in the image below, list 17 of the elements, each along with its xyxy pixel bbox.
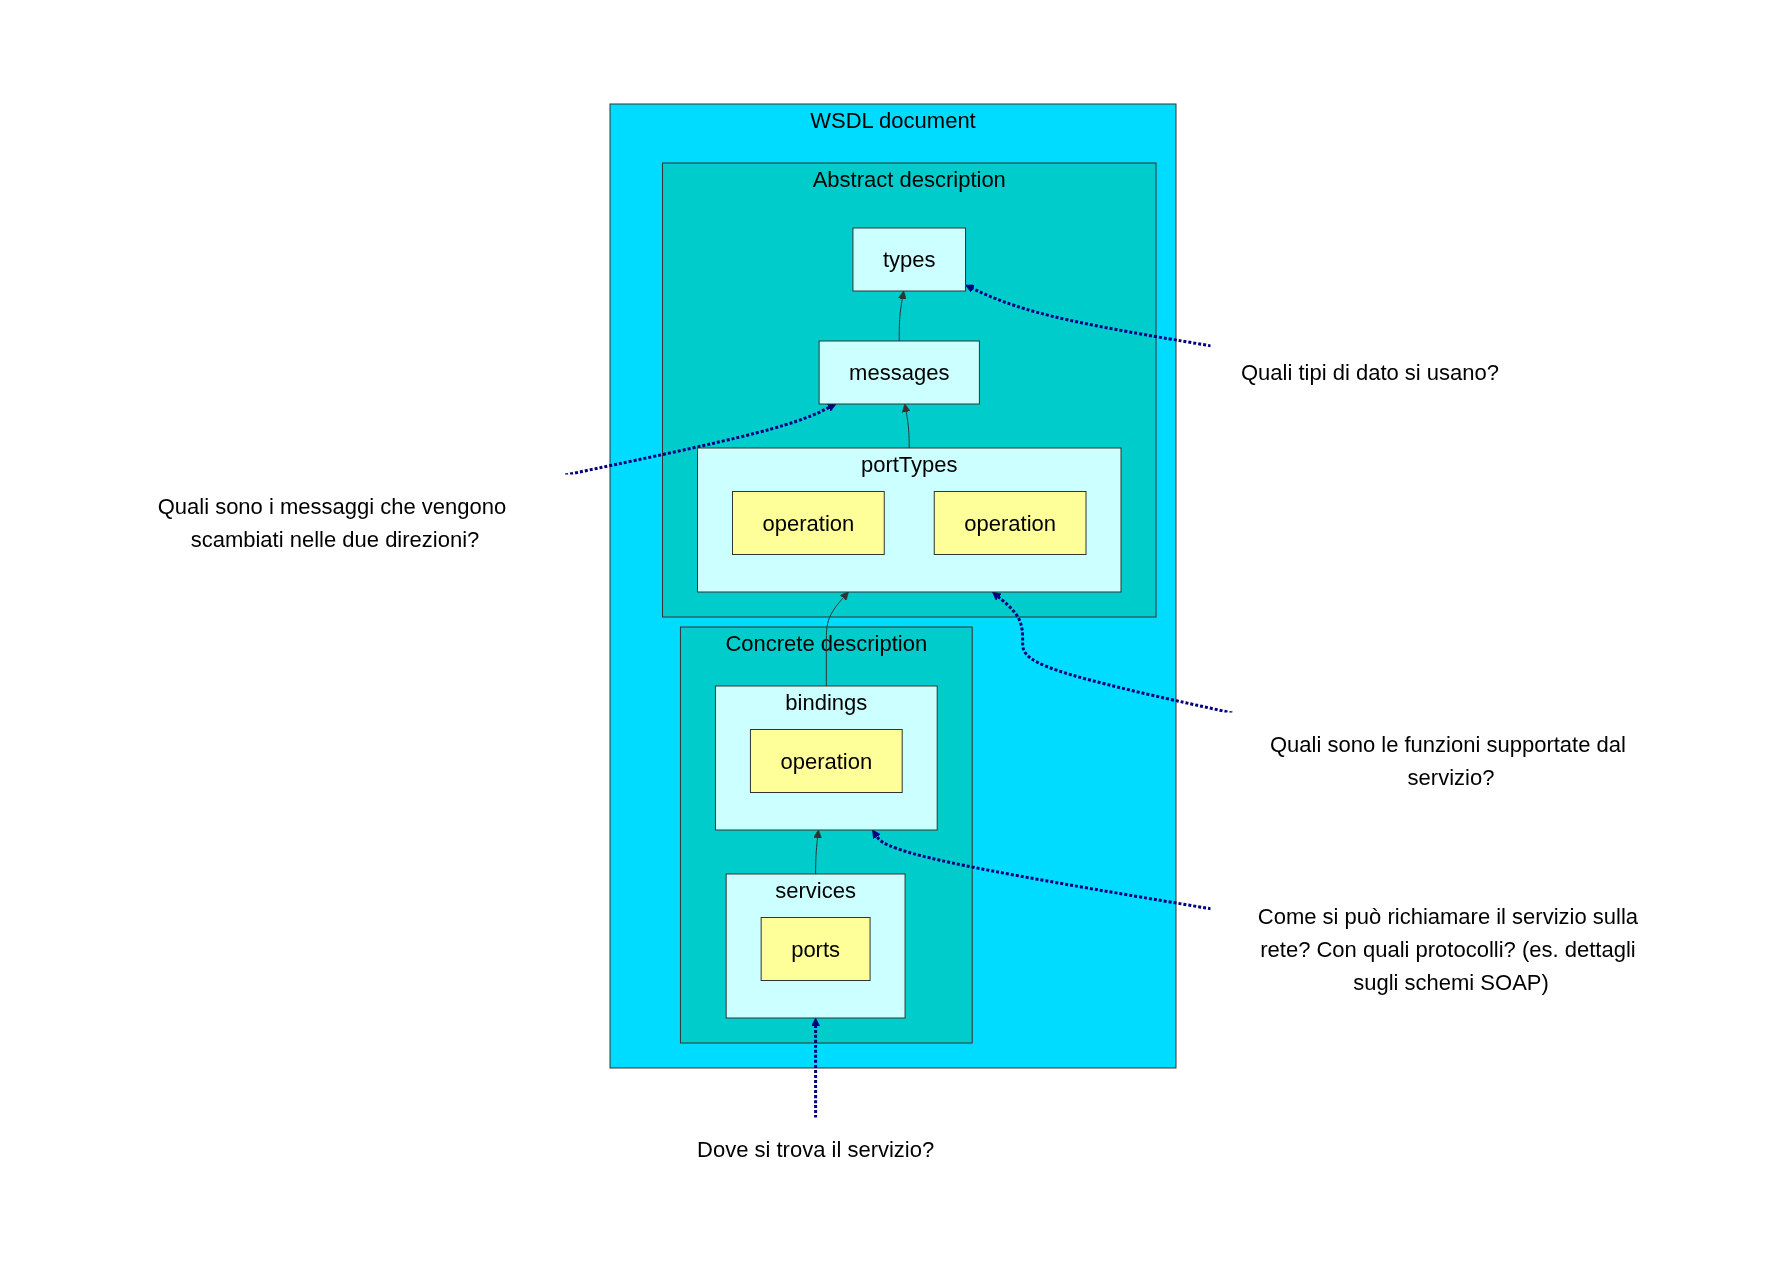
arrow — [897, 290, 907, 342]
node-text: Quali sono le funzioni supportate dal servizio? — [1269, 732, 1626, 790]
node-box: operation — [749, 729, 903, 793]
arrow — [564, 403, 836, 477]
node-box: types — [851, 227, 966, 292]
node-text: Quali tipi di dato si usano? — [1240, 360, 1499, 385]
arrow — [810, 1017, 820, 1118]
node-box: operation — [731, 491, 885, 555]
node-box: ports — [760, 917, 871, 981]
arrow — [991, 591, 1233, 715]
node-box: messages — [818, 340, 980, 405]
node-text: Come si può richiamare il servizio sulla rete? Con quali protocolli? (es. dettagli sugli schemi SOAP) — [1257, 903, 1638, 995]
node-text: Dove si trova il servizio? — [696, 1137, 934, 1162]
arrow — [871, 829, 1211, 911]
node-box: operation — [933, 491, 1086, 555]
arrow — [964, 284, 1211, 348]
node-text: Quali sono i messaggi che vengono scambiati nelle due direzioni? — [157, 494, 506, 552]
